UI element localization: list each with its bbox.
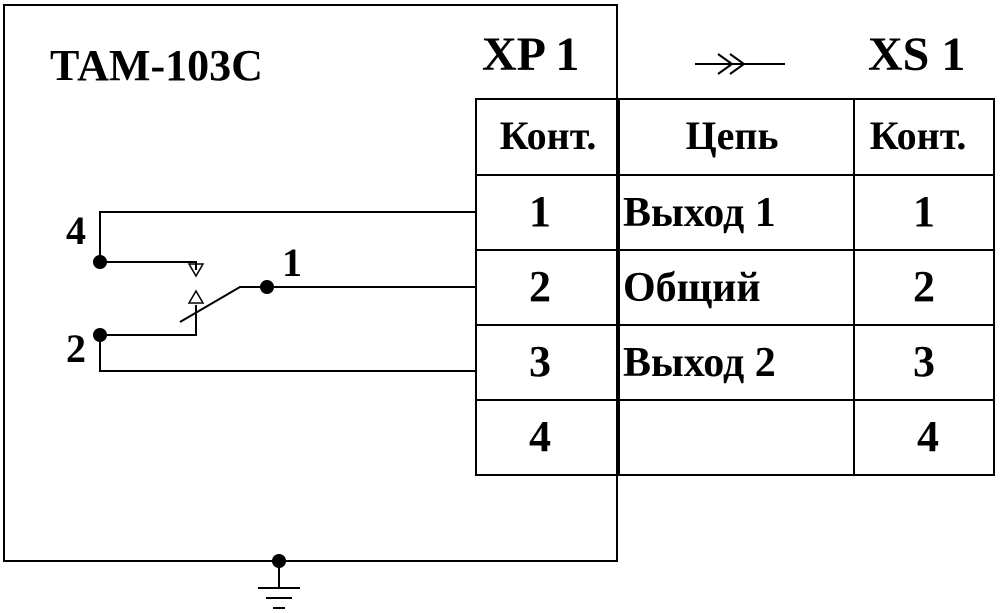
row3-circuit: Выход 2 bbox=[623, 340, 776, 386]
row4-plug-contact: 4 bbox=[529, 412, 551, 461]
row2-plug-contact: 2 bbox=[529, 262, 551, 311]
row3-plug-contact: 3 bbox=[529, 337, 551, 386]
device-model-label: ТАМ-103С bbox=[50, 41, 263, 90]
header-socket-contact: Конт. bbox=[870, 113, 967, 158]
terminal-4-label: 4 bbox=[66, 208, 86, 253]
header-plug-contact: Конт. bbox=[500, 113, 597, 158]
wire-terminal-4-to-contact-1 bbox=[99, 211, 476, 262]
terminal-2-label: 2 bbox=[66, 326, 86, 371]
row2-socket-contact: 2 bbox=[913, 262, 935, 311]
row1-circuit: Выход 1 bbox=[623, 190, 776, 236]
terminal-2-dot bbox=[93, 328, 107, 342]
row2-circuit: Общий bbox=[623, 265, 761, 311]
device-enclosure bbox=[3, 4, 618, 562]
switch-contact-icon bbox=[100, 261, 267, 336]
row1-socket-contact: 1 bbox=[913, 187, 935, 236]
connector-arrow-icon bbox=[695, 53, 785, 75]
row1-plug-contact: 1 bbox=[529, 187, 551, 236]
row4-socket-contact: 4 bbox=[917, 412, 939, 461]
header-circuit: Цепь bbox=[685, 113, 778, 158]
wire-terminal-2-to-contact-3 bbox=[99, 335, 476, 372]
terminal-1-label: 1 bbox=[282, 240, 302, 285]
row3-socket-contact: 3 bbox=[913, 337, 935, 386]
ground-icon bbox=[258, 554, 300, 609]
plug-label: XP 1 bbox=[482, 28, 579, 81]
socket-label: XS 1 bbox=[868, 28, 965, 81]
terminal-4-dot bbox=[93, 255, 107, 269]
terminal-1-dot bbox=[260, 280, 274, 294]
